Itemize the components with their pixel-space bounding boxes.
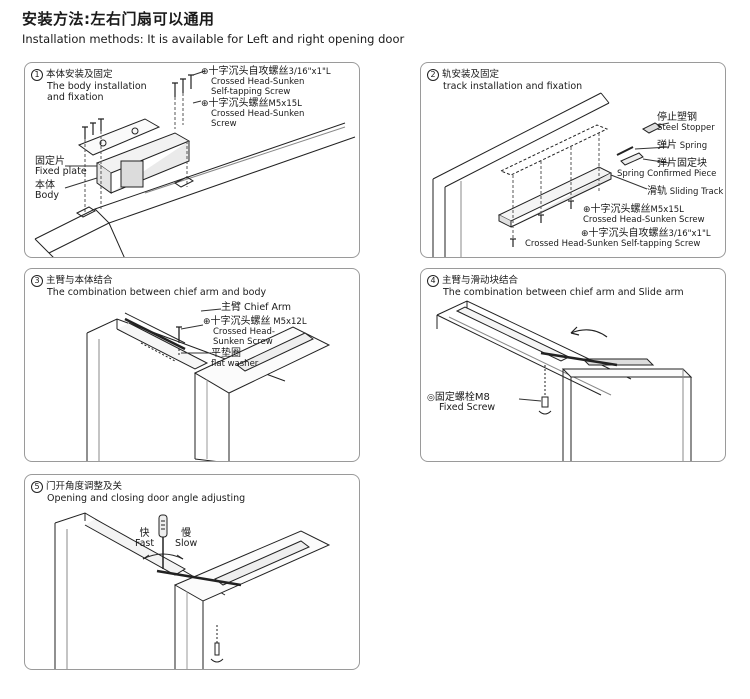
label-chief-arm: 主臂 Chief Arm [221,302,292,313]
page-title: 安装方法:左右门扇可以通用 [22,10,215,28]
label-fixed-screw: ◎固定螺栓M8 Fixed Screw [427,392,496,413]
track-installation-illustration [432,92,670,257]
label-track-screw: ⊕十字沉头螺丝M5x15L Crossed Head-Sunken Screw [583,204,705,226]
arm-body-illustration [86,308,331,461]
label-arm-screw: ⊕十字沉头螺丝 M5x12L Crossed Head- Sunken Scre… [203,316,307,348]
page-header: 安装方法:左右门扇可以通用 Installation methods: It i… [22,8,404,46]
step-number: 2 [427,69,439,81]
step-number: 3 [31,275,43,287]
angle-adjusting-illustration [54,512,331,669]
step-number: 5 [31,481,43,493]
label-spring: 弹片 Spring [657,140,708,152]
step-number: 4 [427,275,439,287]
arm-slide-illustration [436,300,693,461]
label-sliding-track: 滑轨 Sliding Track [647,186,724,198]
label-self-tapping-screw: ⊕十字沉头自攻螺丝3/16"x1"L Crossed Head-Sunken S… [201,66,331,98]
step-number: 1 [31,69,43,81]
label-track-self-tapping-screw: ⊕十字沉头自攻螺丝3/16"x1"L Crossed Head-Sunken S… [525,228,711,250]
body-installation-illustration [34,70,356,257]
page-subtitle: Installation methods: It is available fo… [22,32,405,46]
label-sunken-screw: ⊕十字沉头螺丝M5x15L Crossed Head-Sunken Screw [201,98,305,130]
